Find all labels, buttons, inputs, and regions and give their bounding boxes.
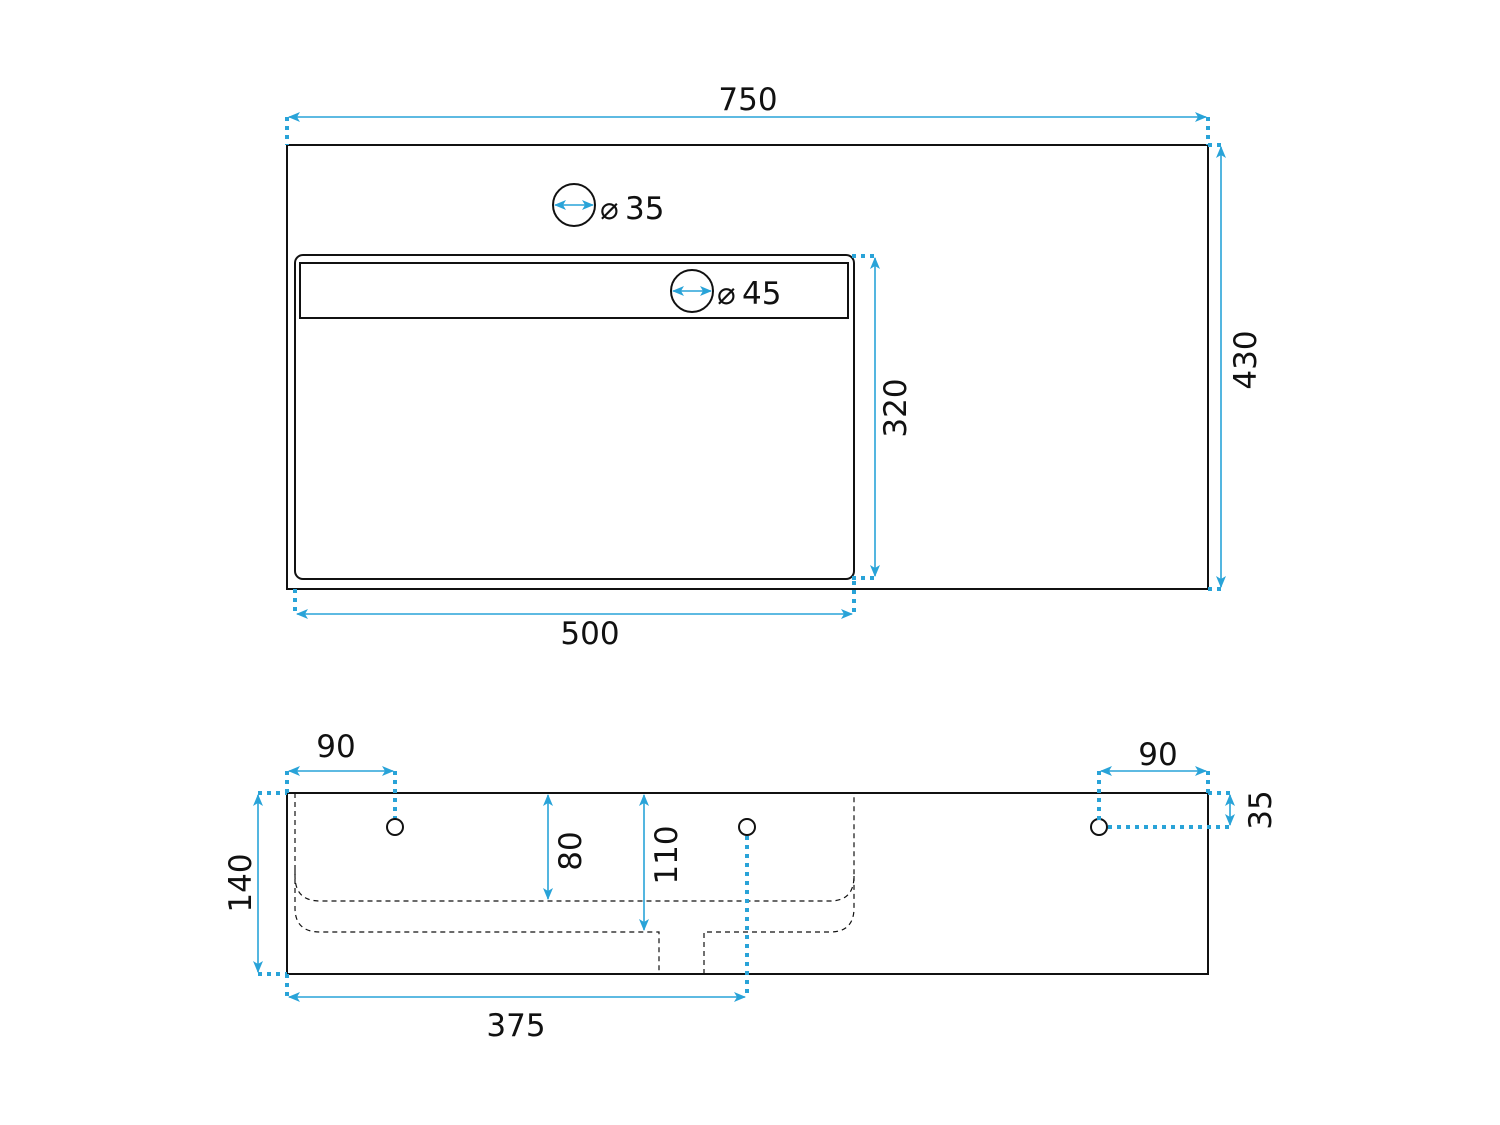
dimension-label: 375 xyxy=(486,1008,545,1044)
dimension-label: 750 xyxy=(718,82,777,118)
hole-center xyxy=(738,818,756,836)
dimension-label: 35 xyxy=(1243,790,1279,829)
dimension-inner-depth: 80 xyxy=(543,794,589,900)
front-view: 90 80 110 140 375 90 35 xyxy=(223,729,1279,1044)
hole-right xyxy=(1090,818,1108,836)
dimension-drain-offset: 375 xyxy=(285,836,749,1044)
hole-left xyxy=(386,818,404,836)
dimension-hole-from-top: 35 xyxy=(1108,790,1279,830)
dimension-height: 140 xyxy=(223,791,287,976)
dimension-label: 110 xyxy=(649,825,685,884)
dimension-label: 80 xyxy=(553,831,589,870)
dimension-label: 430 xyxy=(1228,330,1264,389)
dimension-label: 140 xyxy=(223,853,259,912)
tap-hole-diameter: 35 xyxy=(625,191,664,227)
dimension-overall-depth: 430 xyxy=(1208,143,1264,591)
drain-channel xyxy=(299,262,849,319)
dimension-label: 320 xyxy=(878,378,914,437)
dimension-right-hole-offset: 90 xyxy=(1097,737,1210,820)
dimension-basin-depth: 320 xyxy=(852,254,914,580)
tap-hole: ⌀ 35 xyxy=(552,183,664,227)
diameter-symbol: ⌀ xyxy=(717,276,736,312)
dimension-label: 90 xyxy=(316,729,355,765)
diameter-symbol: ⌀ xyxy=(600,191,619,227)
countertop-outline xyxy=(286,144,1209,590)
drain-hole: ⌀ 45 xyxy=(670,269,781,313)
dimension-total-depth: 110 xyxy=(639,794,685,931)
basin-inner-hidden-line xyxy=(294,793,855,902)
drain-hole-diameter: 45 xyxy=(742,276,781,312)
dimension-left-hole-offset: 90 xyxy=(285,729,397,818)
dimension-overall-width: 750 xyxy=(285,82,1210,145)
dimension-basin-width: 500 xyxy=(293,581,856,652)
basin-outline xyxy=(294,254,855,580)
top-view: ⌀ 35 ⌀ 45 750 430 320 500 xyxy=(285,82,1264,652)
basin-outer-hidden-line xyxy=(294,870,855,974)
dimension-label: 500 xyxy=(560,616,619,652)
dimension-label: 90 xyxy=(1138,737,1177,773)
